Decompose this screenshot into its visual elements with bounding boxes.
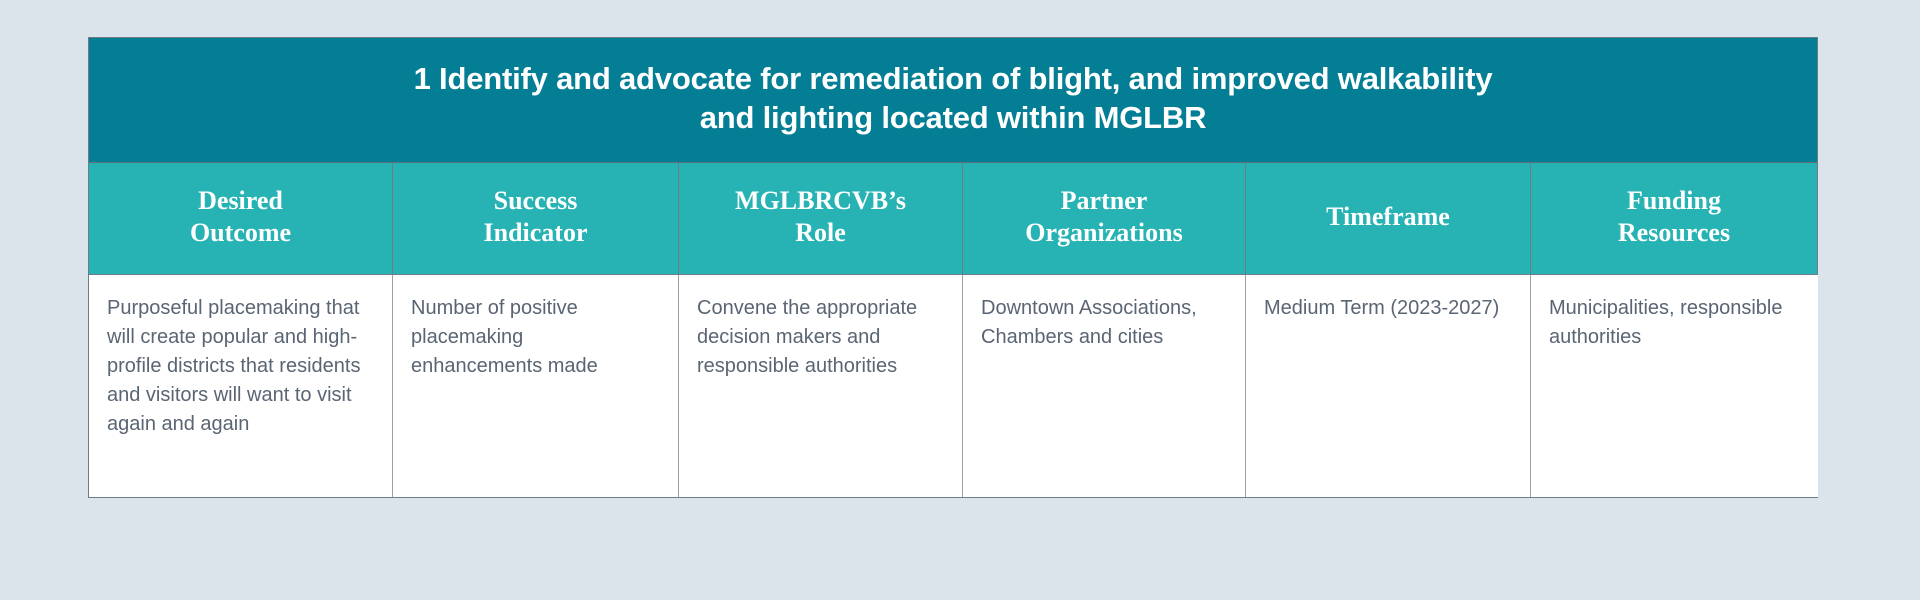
column-header-timeframe: Timeframe (1246, 162, 1531, 275)
column-header-success-indicator: Success Indicator (393, 162, 679, 275)
cell-mglbrcvb-role: Convene the appropriate decision makers … (679, 274, 963, 497)
table-title-band: 1 Identify and advocate for remediation … (89, 38, 1817, 163)
cell-timeframe: Medium Term (2023-2027) (1246, 274, 1531, 497)
cell-partner-organizations: Downtown Associations, Chambers and citi… (963, 274, 1246, 497)
table-grid: Desired Outcome Success Indicator MGLBRC… (89, 162, 1818, 497)
column-header-desired-outcome: Desired Outcome (89, 162, 393, 275)
table-title: 1 Identify and advocate for remediation … (413, 61, 1493, 135)
column-header-funding-resources: Funding Resources (1531, 162, 1818, 275)
column-header-partner-organizations: Partner Organizations (963, 162, 1246, 275)
cell-funding-resources: Municipalities, responsible authorities (1531, 274, 1818, 497)
column-header-mglbrcvb-role: MGLBRCVB’s Role (679, 162, 963, 275)
cell-desired-outcome: Purposeful placemaking that will create … (89, 274, 393, 497)
cell-success-indicator: Number of positive placemaking enhanceme… (393, 274, 679, 497)
strategy-table: 1 Identify and advocate for remediation … (88, 37, 1818, 498)
